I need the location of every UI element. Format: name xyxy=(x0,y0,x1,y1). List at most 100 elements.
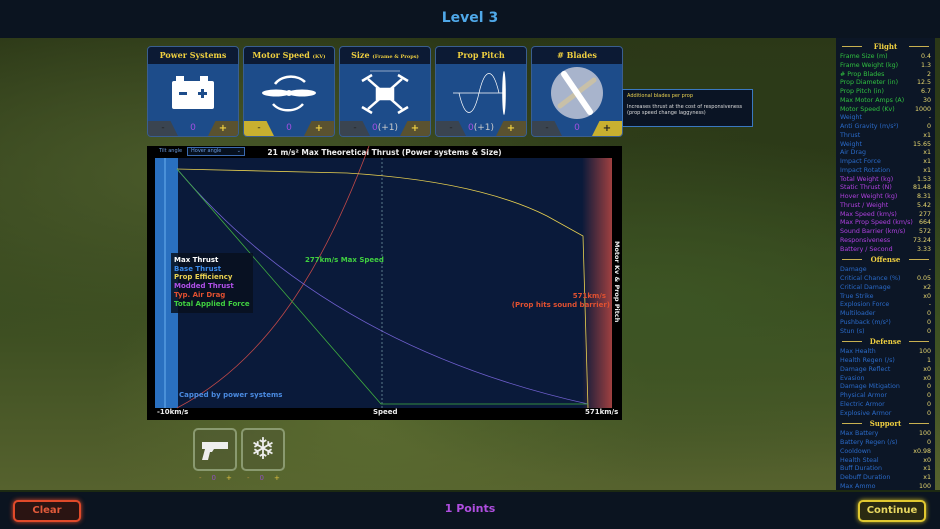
stat-label: Weight xyxy=(840,140,862,148)
stat-value: x0 xyxy=(923,365,931,373)
stat-value: 572 xyxy=(918,228,931,235)
decrement-button[interactable]: - xyxy=(436,121,466,136)
stat-label: Prop Diameter (in) xyxy=(840,79,899,87)
stat-row: Damage- xyxy=(840,266,931,275)
section-flight: Flight xyxy=(840,42,931,51)
decrement-button[interactable]: - xyxy=(148,121,178,136)
stat-row: Impact Force x1 xyxy=(840,158,931,167)
thrust-chart: Tilt angle Hover angle⌄ 21 m/s² Max Theo… xyxy=(147,146,622,420)
air-drag-curve xyxy=(176,146,370,409)
stat-row: Anti Gravity (m/s²) 0 xyxy=(840,123,931,132)
stat-value: 1.3 xyxy=(920,61,931,69)
weapon-slot-pistol[interactable] xyxy=(193,428,237,471)
stat-label: Total Weight (kg) xyxy=(840,175,894,183)
stat-row: Motor Speed (Kv)1000 xyxy=(840,106,931,115)
increment-button[interactable]: + xyxy=(496,121,526,136)
modded-thrust-curve xyxy=(176,168,589,405)
stat-value: 1000 xyxy=(914,105,931,113)
decrement-button[interactable]: - xyxy=(244,121,274,136)
capped-zone xyxy=(155,158,178,408)
increment-button[interactable]: + xyxy=(400,121,430,136)
stat-label: Weight xyxy=(840,114,862,122)
upgrade-card-4: # Blades - 0 + xyxy=(531,46,623,137)
decrement-button[interactable]: - xyxy=(532,121,562,136)
sound-barrier-note: (Prop hits sound barrier) xyxy=(511,301,610,309)
increment-button[interactable]: + xyxy=(208,121,238,136)
card-bonus: (+1) xyxy=(473,123,495,133)
weapon-plus[interactable]: + xyxy=(274,474,280,482)
stat-value: 0 xyxy=(926,383,931,391)
clear-button[interactable]: Clear xyxy=(13,500,81,522)
stat-label: Critical Damage xyxy=(840,283,891,291)
card-counter: - 0 + xyxy=(148,121,238,136)
stat-label: Buff Duration xyxy=(840,465,882,473)
points-counter: 1 Points xyxy=(444,502,496,515)
stat-row: Max Prop Speed (km/s)664 xyxy=(840,219,931,228)
stat-value: - xyxy=(928,114,931,122)
stat-value: 2 xyxy=(926,70,931,78)
upgrade-card-2: Size (Frame & Props) - 0(+1) + xyxy=(339,46,431,137)
stat-value: 0 xyxy=(926,123,931,130)
weapon-plus[interactable]: + xyxy=(226,474,232,482)
level-title: Level 3 xyxy=(441,10,499,26)
chart-title: 21 m/s² Max Theoretical Thrust (Power sy… xyxy=(267,148,502,157)
card-bonus: (+1) xyxy=(377,123,399,133)
increment-button[interactable]: + xyxy=(304,121,334,136)
capped-label: Capped by power systems xyxy=(179,391,283,399)
card-count: 0 xyxy=(371,123,378,133)
card-count: 0 xyxy=(574,123,580,133)
stat-label: Max Health xyxy=(840,348,876,356)
continue-button[interactable]: Continue xyxy=(858,500,926,522)
weapon-minus[interactable]: - xyxy=(199,474,202,482)
stat-value: 3.33 xyxy=(916,245,931,253)
stat-value: x1 xyxy=(923,158,931,165)
stat-value: - xyxy=(928,301,931,309)
stat-value: 100 xyxy=(918,430,931,438)
weapon-minus[interactable]: - xyxy=(247,474,250,482)
prop-efficiency-curve xyxy=(176,168,589,409)
card-title: Prop Pitch xyxy=(436,47,526,64)
max-speed-label: 277km/s Max Speed xyxy=(305,256,384,264)
stat-label: Health Regen (/s) xyxy=(840,357,895,364)
stat-value: 81.48 xyxy=(912,184,931,192)
stat-row: Max Health 100 xyxy=(840,348,931,357)
weapon-slot-freeze[interactable]: ❄ xyxy=(241,428,285,471)
stat-row: Max Speed (km/s)277 xyxy=(840,211,931,220)
stat-value: 0 xyxy=(926,409,931,417)
stat-label: Battery / Second xyxy=(840,245,893,253)
stat-value: 6.7 xyxy=(920,88,931,95)
stat-label: Impact Force xyxy=(840,158,881,165)
upgrade-card-1: Motor Speed (KV) - 0 + xyxy=(243,46,335,137)
section-offense: Offense xyxy=(840,255,931,264)
pistol-icon xyxy=(202,441,228,460)
stat-value: 0.05 xyxy=(916,275,931,282)
stat-label: Impact Rotation xyxy=(840,166,891,174)
decrement-button[interactable]: - xyxy=(340,121,370,136)
legend-item: Typ. Air Drag xyxy=(174,290,226,299)
legend-item: Prop Efficiency xyxy=(174,273,233,282)
stat-row: Frame Weight (kg)1.3 xyxy=(840,62,931,71)
stat-value: 100 xyxy=(918,348,931,356)
blades-tooltip: Additional blades per prop Increases thr… xyxy=(622,89,753,127)
stat-row: Hover Weight (kg)8.31 xyxy=(840,193,931,202)
stat-value: 0 xyxy=(926,327,931,335)
stat-label: Anti Gravity (m/s²) xyxy=(840,123,899,130)
legend-item: Max Thrust xyxy=(174,256,219,264)
increment-button[interactable]: + xyxy=(592,121,622,136)
weapon-controls-pistol: -0+ xyxy=(199,474,232,482)
card-count: 0 xyxy=(286,123,292,133)
card-counter: - 0(+1) + xyxy=(436,121,526,136)
sound-barrier-speed: 571km/s xyxy=(572,292,606,300)
snowflake-icon: ❄ xyxy=(250,431,276,467)
tilt-angle-dropdown[interactable]: Hover angle⌄ xyxy=(187,147,245,156)
